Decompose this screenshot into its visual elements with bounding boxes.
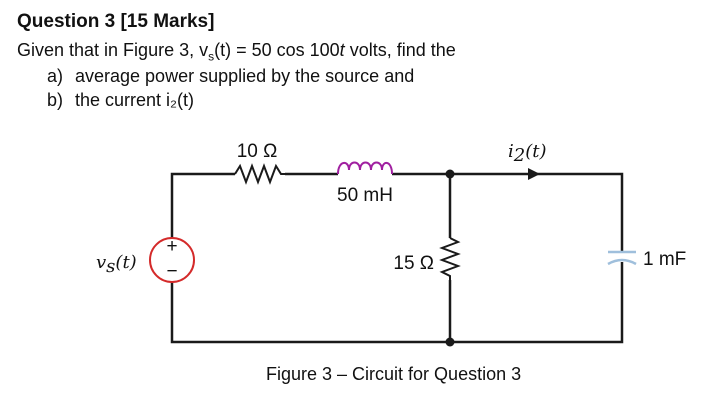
source-label-v: v: [96, 252, 106, 273]
circuit-wires: [170, 172, 624, 344]
prompt-sub: s: [208, 49, 215, 64]
current-arrow-icon: [528, 168, 540, 180]
source-label-sub: s: [106, 256, 115, 277]
wire-cap-bottom: [170, 262, 624, 344]
resistor-15-label: 15 Ω: [393, 253, 434, 274]
question-part-a: a) average power supplied by the source a…: [47, 66, 414, 87]
prompt-suffix: volts, find the: [344, 40, 456, 60]
inductor-label: 50 mH: [337, 185, 393, 206]
part-a-letter: a): [47, 66, 64, 86]
question-prompt: Given that in Figure 3, vs(t) = 50 cos 1…: [17, 40, 456, 64]
current-label-i: i: [508, 141, 514, 162]
figure-caption: Figure 3 – Circuit for Question 3: [266, 364, 522, 384]
current-label: i2(t): [508, 141, 547, 166]
node-bottom: [445, 337, 455, 347]
wire-top-left: [170, 172, 235, 238]
source-label: vs(t): [96, 252, 137, 277]
source-minus: −: [166, 261, 177, 282]
prompt-middle: (t) = 50 cos 100: [214, 40, 340, 60]
capacitor-symbol: [607, 250, 637, 266]
prompt-t: t: [339, 40, 345, 60]
part-a-text: average power supplied by the source and: [75, 66, 415, 86]
node-top: [445, 169, 455, 179]
resistor-10-label: 10 Ω: [237, 141, 278, 162]
resistor-15-zigzag: [439, 237, 461, 280]
source-plus: +: [166, 236, 177, 257]
wire-top-right: [450, 172, 624, 252]
source-circle: [149, 237, 195, 283]
current-label-arg: (t): [525, 141, 546, 162]
source-label-arg: (t): [115, 252, 136, 273]
part-b-text: the current i₂(t): [75, 90, 195, 110]
resistor-10-zigzag: [234, 163, 285, 185]
capacitor-label: 1 mF: [643, 249, 686, 270]
prompt-prefix: Given that in Figure 3, v: [17, 40, 209, 60]
inductor-coil: [337, 161, 393, 175]
current-label-sub: 2: [513, 145, 525, 166]
question-title: Question 3 [15 Marks]: [17, 11, 215, 32]
question-part-b: b) the current i₂(t): [47, 90, 194, 111]
part-b-letter: b): [47, 90, 64, 110]
